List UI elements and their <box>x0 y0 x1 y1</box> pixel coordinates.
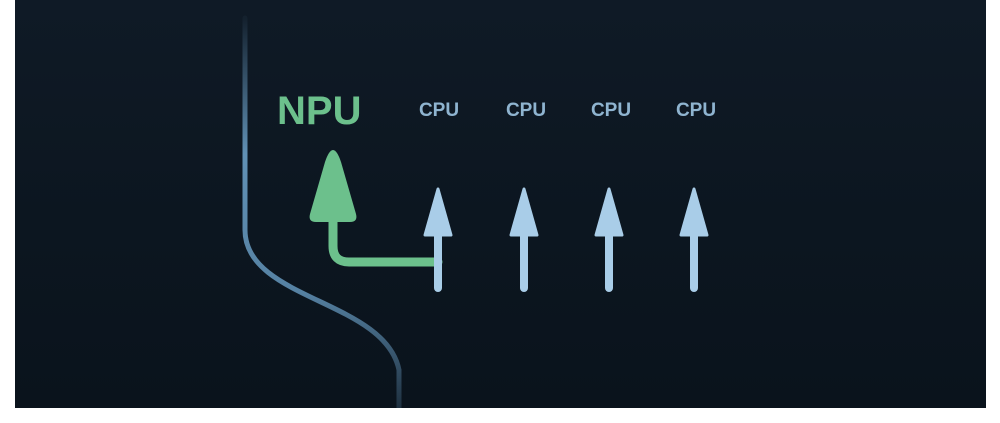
npu-offload-arrow <box>309 150 443 267</box>
npu-label: NPU <box>277 89 361 133</box>
cpu-arrow-3 <box>594 187 624 292</box>
cpu-label-1: CPU <box>419 100 459 121</box>
cpu-arrow-1 <box>423 187 453 292</box>
diagram-canvas: NPU CPU CPU CPU CPU <box>242 15 742 408</box>
cpu-label-2: CPU <box>506 100 546 121</box>
cpu-arrow-2 <box>509 187 539 292</box>
cpu-arrow-4 <box>679 187 709 292</box>
cpu-label-4: CPU <box>676 100 716 121</box>
cpu-label-3: CPU <box>591 100 631 121</box>
left-lane-boundary <box>242 15 402 408</box>
npu-cpu-lane-diagram: NPU CPU CPU CPU CPU <box>15 0 986 408</box>
